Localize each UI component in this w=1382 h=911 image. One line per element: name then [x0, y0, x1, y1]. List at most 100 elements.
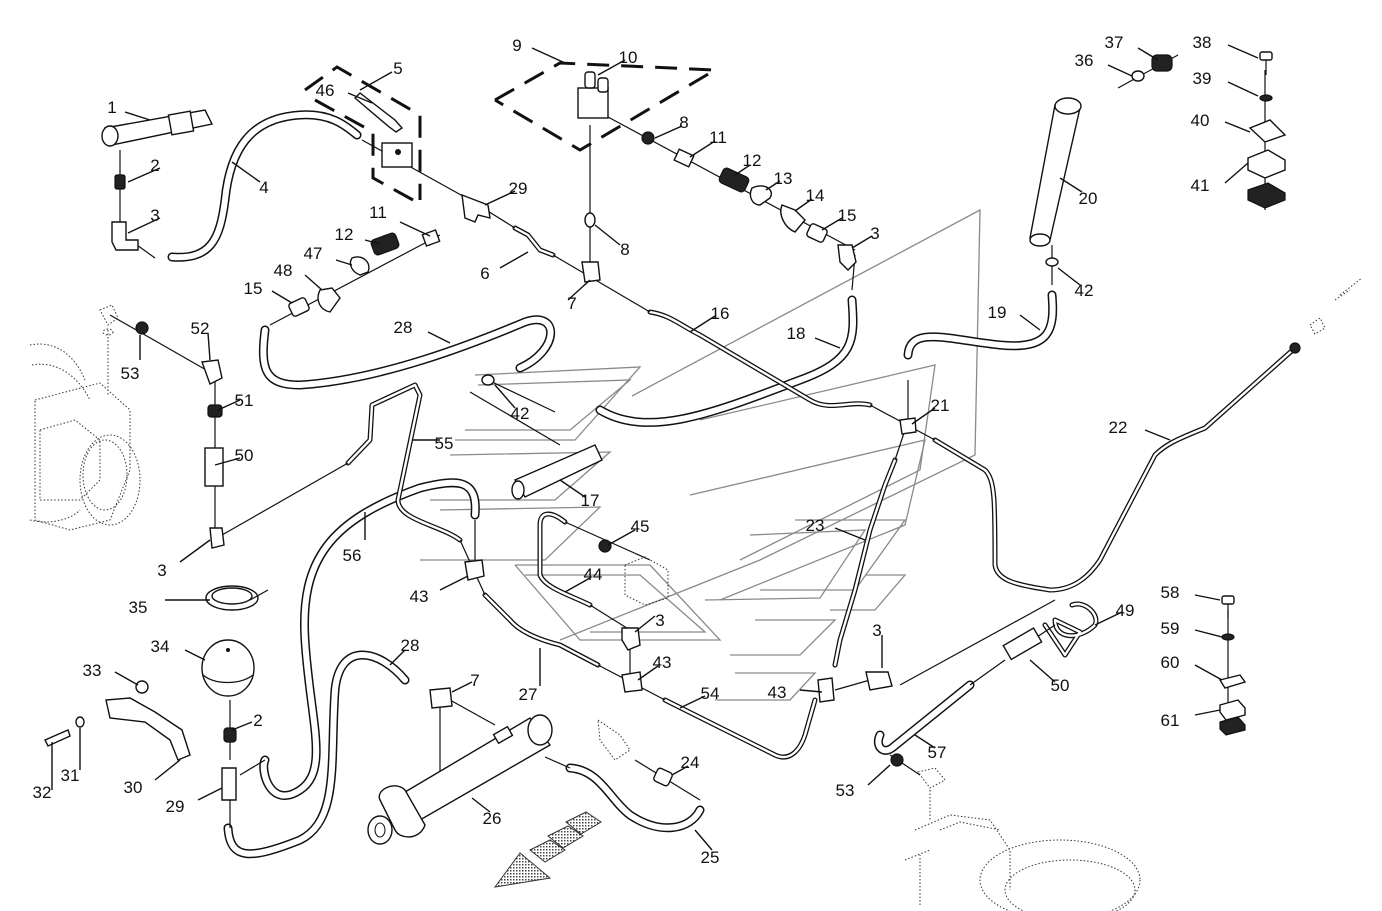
pipe-22 — [932, 345, 1298, 593]
callout-number: 44 — [584, 565, 603, 584]
callout-number: 16 — [711, 304, 730, 323]
callout-number: 6 — [480, 264, 489, 283]
callout-50: 50 — [214, 446, 254, 466]
callout-number: 37 — [1105, 33, 1124, 52]
leader-line — [347, 92, 373, 104]
callout-number: 48 — [274, 261, 293, 280]
leader-line — [567, 279, 591, 301]
callout-number: 9 — [512, 36, 521, 55]
callout-44: 44 — [564, 565, 603, 593]
callout-36: 36 — [1075, 51, 1133, 77]
leader-line — [1029, 659, 1056, 683]
leader-line — [799, 689, 823, 693]
leader-line — [207, 332, 211, 361]
callout-61: 61 — [1161, 709, 1221, 730]
callout-number: 12 — [335, 225, 354, 244]
callout-25: 25 — [694, 829, 719, 867]
leader-line — [1227, 44, 1259, 59]
leader-line — [127, 167, 161, 183]
callout-number: 15 — [244, 279, 263, 298]
leader-line — [564, 577, 591, 593]
callout-15: 15 — [244, 279, 293, 304]
callout-58: 58 — [1161, 583, 1221, 602]
leader-line — [637, 665, 659, 681]
callout-24: 24 — [671, 753, 700, 776]
callout-number: 3 — [157, 561, 166, 580]
callout-number: 60 — [1161, 653, 1180, 672]
leader-line — [1194, 629, 1223, 638]
callout-15: 15 — [821, 206, 856, 231]
callout-number: 10 — [619, 48, 638, 67]
callout-number: 2 — [253, 711, 262, 730]
callout-number: 34 — [151, 637, 170, 656]
leader-line — [364, 239, 381, 245]
callout-number: 24 — [681, 753, 700, 772]
callout-number: 46 — [316, 81, 335, 100]
callout-number: 39 — [1193, 69, 1212, 88]
callout-number: 45 — [631, 517, 650, 536]
leader-line — [114, 671, 139, 686]
callout-number: 28 — [394, 318, 413, 337]
callout-number: 47 — [304, 244, 323, 263]
callout-number: 38 — [1193, 33, 1212, 52]
callout-number: 30 — [124, 778, 143, 797]
callout-53: 53 — [836, 764, 891, 800]
leader-line — [765, 180, 781, 191]
leader-line — [1019, 314, 1041, 331]
callout-8: 8 — [594, 224, 630, 259]
callout-6: 6 — [480, 251, 529, 283]
callout-number: 35 — [129, 598, 148, 617]
assembly-box-5 — [304, 65, 422, 202]
leader-line — [1227, 81, 1259, 97]
callout-7: 7 — [451, 671, 480, 693]
leader-line — [427, 331, 451, 344]
callout-number: 29 — [166, 797, 185, 816]
leader-line — [1107, 64, 1133, 77]
leader-line — [1224, 162, 1249, 184]
leader-line — [335, 259, 353, 266]
callout-29: 29 — [484, 179, 527, 206]
pipe-54 — [662, 697, 818, 760]
callout-3: 3 — [127, 206, 161, 234]
callout-number: 58 — [1161, 583, 1180, 602]
callout-30: 30 — [124, 759, 181, 797]
callout-22: 22 — [1109, 418, 1171, 441]
callout-34: 34 — [151, 637, 206, 661]
callout-37: 37 — [1105, 33, 1159, 61]
callout-1: 1 — [107, 98, 151, 121]
leader-line — [867, 764, 891, 786]
leader-line — [484, 190, 516, 206]
leader-line — [304, 274, 323, 291]
leader-line — [694, 829, 713, 851]
leader-line — [1224, 121, 1251, 133]
callout-number: 51 — [235, 391, 254, 410]
callout-12: 12 — [335, 225, 381, 245]
callout-number: 43 — [653, 653, 672, 672]
leader-line — [214, 457, 241, 466]
callout-number: 50 — [235, 446, 254, 465]
leader-line — [451, 681, 473, 693]
leader-line — [794, 198, 813, 212]
callout-number: 43 — [768, 683, 787, 702]
callout-2: 2 — [127, 156, 161, 183]
callout-4: 4 — [231, 161, 269, 197]
callout-31: 31 — [61, 728, 81, 785]
leader-line — [127, 217, 161, 234]
callout-number: 23 — [806, 516, 825, 535]
callout-number: 61 — [1161, 711, 1180, 730]
callout-3: 3 — [851, 224, 880, 249]
leader-line — [359, 71, 393, 91]
callout-23: 23 — [806, 516, 866, 541]
callout-number: 12 — [743, 151, 762, 170]
callout-55: 55 — [412, 434, 453, 453]
leader-line — [1094, 611, 1123, 626]
leader-line — [911, 407, 936, 425]
callout-14: 14 — [794, 186, 824, 212]
pipe-27 — [482, 592, 601, 668]
callout-29: 29 — [166, 787, 223, 816]
leader-line — [814, 337, 841, 349]
callout-number: 28 — [401, 636, 420, 655]
callout-number: 55 — [435, 434, 454, 453]
leader-line — [389, 649, 406, 666]
callout-number: 19 — [988, 303, 1007, 322]
